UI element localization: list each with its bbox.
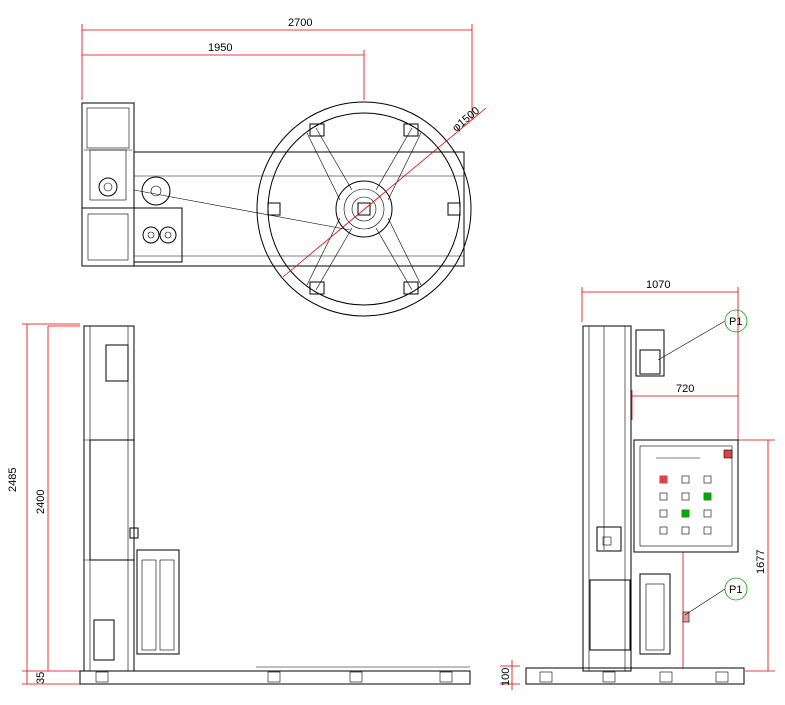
callout-upper-label: P1 (729, 316, 742, 328)
top-turntable (256, 101, 487, 317)
dim-left-base-height: 35 (35, 672, 47, 684)
right-base (525, 667, 745, 685)
dim-right-arm: 720 (676, 383, 694, 395)
dim-turntable-diameter: φ1500 (450, 105, 482, 135)
dim-right-reach: 1070 (646, 279, 670, 291)
top-dimension-lines (81, 24, 473, 120)
left-dimension-lines (22, 323, 80, 685)
callout-lower-label: P1 (729, 584, 742, 596)
top-base-frame (133, 151, 465, 267)
left-mast (83, 325, 139, 672)
dim-top-total-width: 2700 (288, 17, 312, 29)
dim-right-panel-height: 1677 (755, 550, 767, 574)
right-film-carriage (639, 552, 690, 668)
top-drive-gearbox (133, 176, 183, 263)
right-control-panel (633, 439, 739, 553)
right-mast (582, 325, 665, 672)
side-view-right: 1070 720 1677 100 (500, 279, 775, 690)
right-dimension-lines (500, 287, 775, 690)
left-film-carriage (136, 549, 180, 655)
callout-lower (684, 577, 748, 616)
top-left-unit (81, 102, 135, 267)
left-base (79, 666, 471, 685)
side-view-left: 2485 2400 35 (7, 323, 471, 685)
callout-upper (657, 309, 748, 361)
dim-top-partial-width: 1950 (208, 42, 232, 54)
dim-left-column-height: 2400 (35, 490, 47, 514)
dim-right-base-height: 100 (500, 668, 512, 686)
dim-left-total-height: 2485 (7, 468, 19, 492)
top-view: 2700 1950 (81, 17, 487, 317)
